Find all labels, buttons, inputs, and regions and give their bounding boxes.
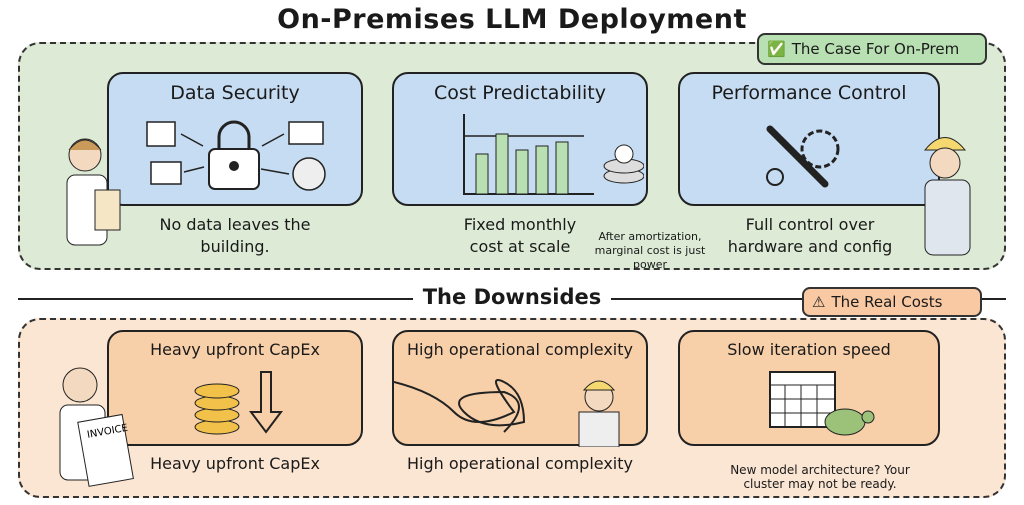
architecture-note: New model architecture? Your cluster may… [730,463,910,491]
card-complexity: High operational complexity [392,330,648,447]
wrench-gear-icon [766,125,840,188]
clipboard-icon [94,189,121,231]
card-title: Slow iteration speed [727,340,891,359]
card-data-security: Data Security [107,72,363,206]
card-title: Data Security [170,82,300,104]
bank-icon [288,121,324,145]
card-title: Cost Predictability [434,82,606,104]
caption-complexity: High operational complexity [406,454,633,473]
card-title: High operational complexity [406,340,633,359]
tangled-wires-icon [394,379,620,447]
card-capex: Heavy upfront CapEx [107,330,363,446]
bank-icon [150,161,182,185]
calendar-turtle-icon [769,371,875,436]
coins-down-arrow-icon [194,371,283,435]
coins-icon [603,144,644,184]
warning-icon: ⚠ [812,293,826,311]
seal-icon [292,157,326,191]
caption-capex: Heavy upfront CapEx [150,454,320,473]
caption-performance: Full control over hardware and config [727,215,893,256]
woman-clipboard-illustration [66,138,121,246]
bar-chart-icon [463,114,644,195]
card-performance-control: Performance Control [678,72,940,206]
amortization-note: After amortization, marginal cost is jus… [594,230,706,271]
page-title: On-Premises LLM Deployment [277,4,747,35]
card-title: Performance Control [711,82,907,104]
downsides-heading: The Downsides [0,285,1024,309]
case-badge-label: The Case For On-Prem [791,40,960,58]
worker-illustration [923,137,971,256]
caption-cost: Fixed monthly cost at scale [463,215,577,256]
real-costs-label: The Real Costs [831,293,943,311]
caption-data-security: No data leaves the building. [159,215,311,256]
card-title: Heavy upfront CapEx [150,340,320,359]
real-costs-badge: ⚠ The Real Costs [802,287,982,317]
case-badge: ✅ The Case For On-Prem [757,33,987,65]
card-cost-predictability: Cost Predictability [392,72,648,206]
man-invoice-illustration: INVOICE [59,367,134,487]
card-iteration: Slow iteration speed [678,330,940,446]
check-icon: ✅ [767,40,786,58]
hospital-icon [146,121,176,147]
lock-icon [146,120,326,191]
